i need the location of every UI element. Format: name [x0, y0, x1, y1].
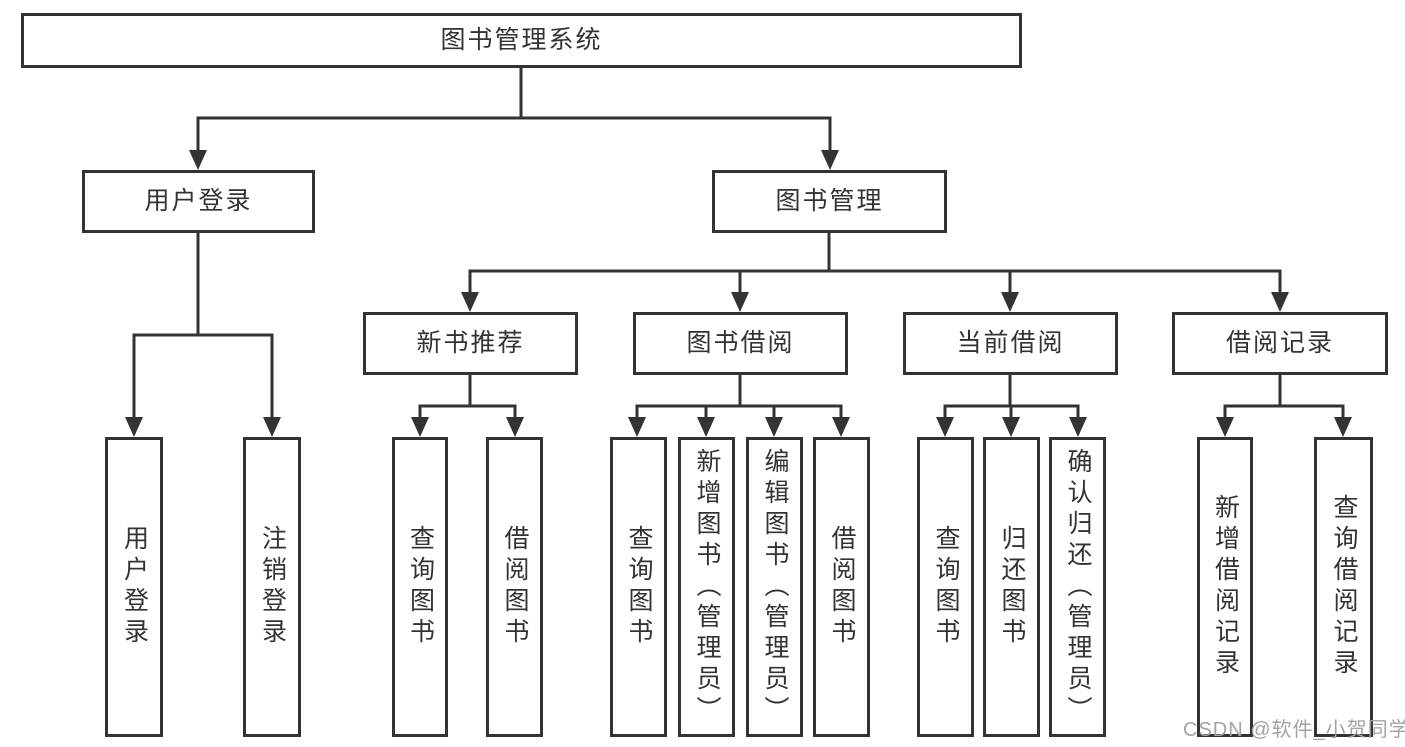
arrowhead-book-management-1 [731, 292, 749, 312]
arrowhead-user-login-0 [125, 417, 143, 437]
node-leaf-query-book-3: 查询图书 [917, 437, 974, 737]
node-new-book-recommend: 新书推荐 [363, 312, 578, 375]
node-label-book-management: 图书管理 [775, 187, 884, 215]
node-label-leaf-return-book: 归还图书 [998, 525, 1026, 649]
node-label-leaf-query-book-3: 查询图书 [932, 525, 960, 649]
node-user-login: 用户登录 [82, 170, 315, 233]
node-label-leaf-borrow-book-1: 借阅图书 [501, 525, 529, 649]
node-leaf-edit-book: 编辑图书（管理员） [746, 437, 803, 737]
node-book-management: 图书管理 [712, 170, 947, 233]
arrowhead-new-book-recommend-1 [506, 417, 524, 437]
node-label-user-login: 用户登录 [144, 187, 253, 215]
node-leaf-add-book: 新增图书（管理员） [678, 437, 735, 737]
node-root: 图书管理系统 [21, 13, 1022, 68]
arrowhead-book-borrowing-3 [832, 417, 850, 437]
arrowhead-borrowing-records-0 [1216, 417, 1234, 437]
arrowhead-book-borrowing-2 [765, 417, 783, 437]
arrowhead-book-management-2 [1001, 292, 1019, 312]
node-label-leaf-logout: 注销登录 [258, 525, 287, 649]
node-leaf-logout: 注销登录 [243, 437, 301, 737]
node-leaf-user-login: 用户登录 [105, 437, 163, 737]
arrowhead-current-borrowing-2 [1069, 417, 1087, 437]
arrowhead-new-book-recommend-0 [411, 417, 429, 437]
node-label-leaf-user-login: 用户登录 [120, 525, 149, 649]
node-leaf-return-book: 归还图书 [983, 437, 1040, 737]
node-leaf-query-book-1: 查询图书 [392, 437, 448, 737]
watermark: CSDN @软件_小贺同学 [1183, 719, 1405, 741]
node-label-new-book-recommend: 新书推荐 [416, 329, 525, 357]
arrowhead-book-management-3 [1271, 292, 1289, 312]
node-label-leaf-edit-book: 编辑图书（管理员） [761, 447, 789, 727]
node-label-leaf-confirm-return: 确认归还（管理员） [1064, 447, 1092, 727]
arrowhead-book-management-0 [461, 292, 479, 312]
node-label-leaf-add-record: 新增借阅记录 [1211, 494, 1240, 680]
node-label-book-borrowing: 图书借阅 [686, 329, 795, 357]
node-leaf-query-book-2: 查询图书 [610, 437, 667, 737]
arrowhead-current-borrowing-1 [1002, 417, 1020, 437]
node-label-root: 图书管理系统 [440, 26, 603, 54]
node-current-borrowing: 当前借阅 [903, 312, 1118, 375]
node-label-leaf-add-book: 新增图书（管理员） [693, 447, 721, 727]
node-label-leaf-borrow-book-2: 借阅图书 [828, 525, 856, 649]
node-label-leaf-query-record: 查询借阅记录 [1330, 494, 1358, 680]
arrowhead-book-borrowing-1 [697, 417, 715, 437]
node-label-leaf-query-book-1: 查询图书 [406, 525, 435, 649]
node-label-leaf-query-book-2: 查询图书 [625, 525, 653, 649]
arrowhead-borrowing-records-1 [1334, 417, 1352, 437]
arrowhead-root-1 [821, 150, 839, 170]
node-label-current-borrowing: 当前借阅 [956, 329, 1065, 357]
node-book-borrowing: 图书借阅 [633, 312, 848, 375]
node-leaf-confirm-return: 确认归还（管理员） [1049, 437, 1106, 737]
arrowhead-current-borrowing-0 [936, 417, 954, 437]
node-label-borrowing-records: 借阅记录 [1225, 329, 1334, 357]
node-borrowing-records: 借阅记录 [1172, 312, 1388, 375]
node-leaf-query-record: 查询借阅记录 [1314, 437, 1373, 737]
node-leaf-borrow-book-2: 借阅图书 [813, 437, 870, 737]
arrowhead-user-login-1 [263, 417, 281, 437]
node-leaf-add-record: 新增借阅记录 [1197, 437, 1253, 737]
node-leaf-borrow-book-1: 借阅图书 [486, 437, 543, 737]
arrowhead-book-borrowing-0 [628, 417, 646, 437]
arrowhead-root-0 [189, 150, 207, 170]
